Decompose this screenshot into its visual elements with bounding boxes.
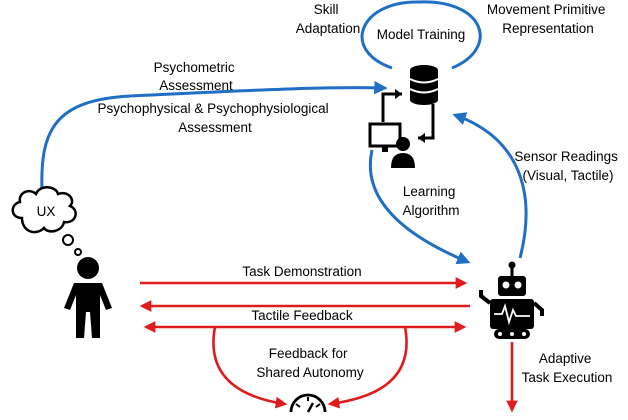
task-demonstration-label: Task Demonstration xyxy=(242,264,361,279)
shared-autonomy-left-arrow xyxy=(212,326,288,409)
robot-icon xyxy=(479,261,544,339)
movement-primitive-label: Movement Primitive Representation xyxy=(487,2,609,36)
person-icon xyxy=(64,257,112,338)
skill-adaptation-label: Skill Adaptation xyxy=(296,2,361,36)
psychophysical-label: Psychophysical & Psychophysiological Ass… xyxy=(98,101,333,135)
feedback-shared-autonomy-label: Feedback for Shared Autonomy xyxy=(256,346,364,380)
sensor-readings-arrow xyxy=(452,112,528,259)
model-training-label: Model Training xyxy=(377,27,466,42)
adaptive-task-execution-label: Adaptive Task Execution xyxy=(522,351,613,385)
tactile-feedback-label: Tactile Feedback xyxy=(251,308,353,323)
shared-autonomy-right-arrow xyxy=(327,326,408,409)
psychometric-arrow xyxy=(40,80,388,191)
model-training-loop xyxy=(360,0,482,70)
learning-algorithm-arrow xyxy=(368,149,471,265)
thought-cloud-icon xyxy=(11,186,82,256)
psychometric-label: Psychometric Assessment xyxy=(154,60,239,93)
learning-loop-connectors xyxy=(381,89,435,143)
gauge-icon xyxy=(289,393,327,413)
user-computer-icon xyxy=(368,122,415,168)
ux-label: UX xyxy=(37,204,56,219)
sensor-readings-label: Sensor Readings (Visual, Tactile) xyxy=(514,149,621,183)
learning-algorithm-label: Learning Algorithm xyxy=(402,184,459,218)
database-icon xyxy=(409,65,439,105)
